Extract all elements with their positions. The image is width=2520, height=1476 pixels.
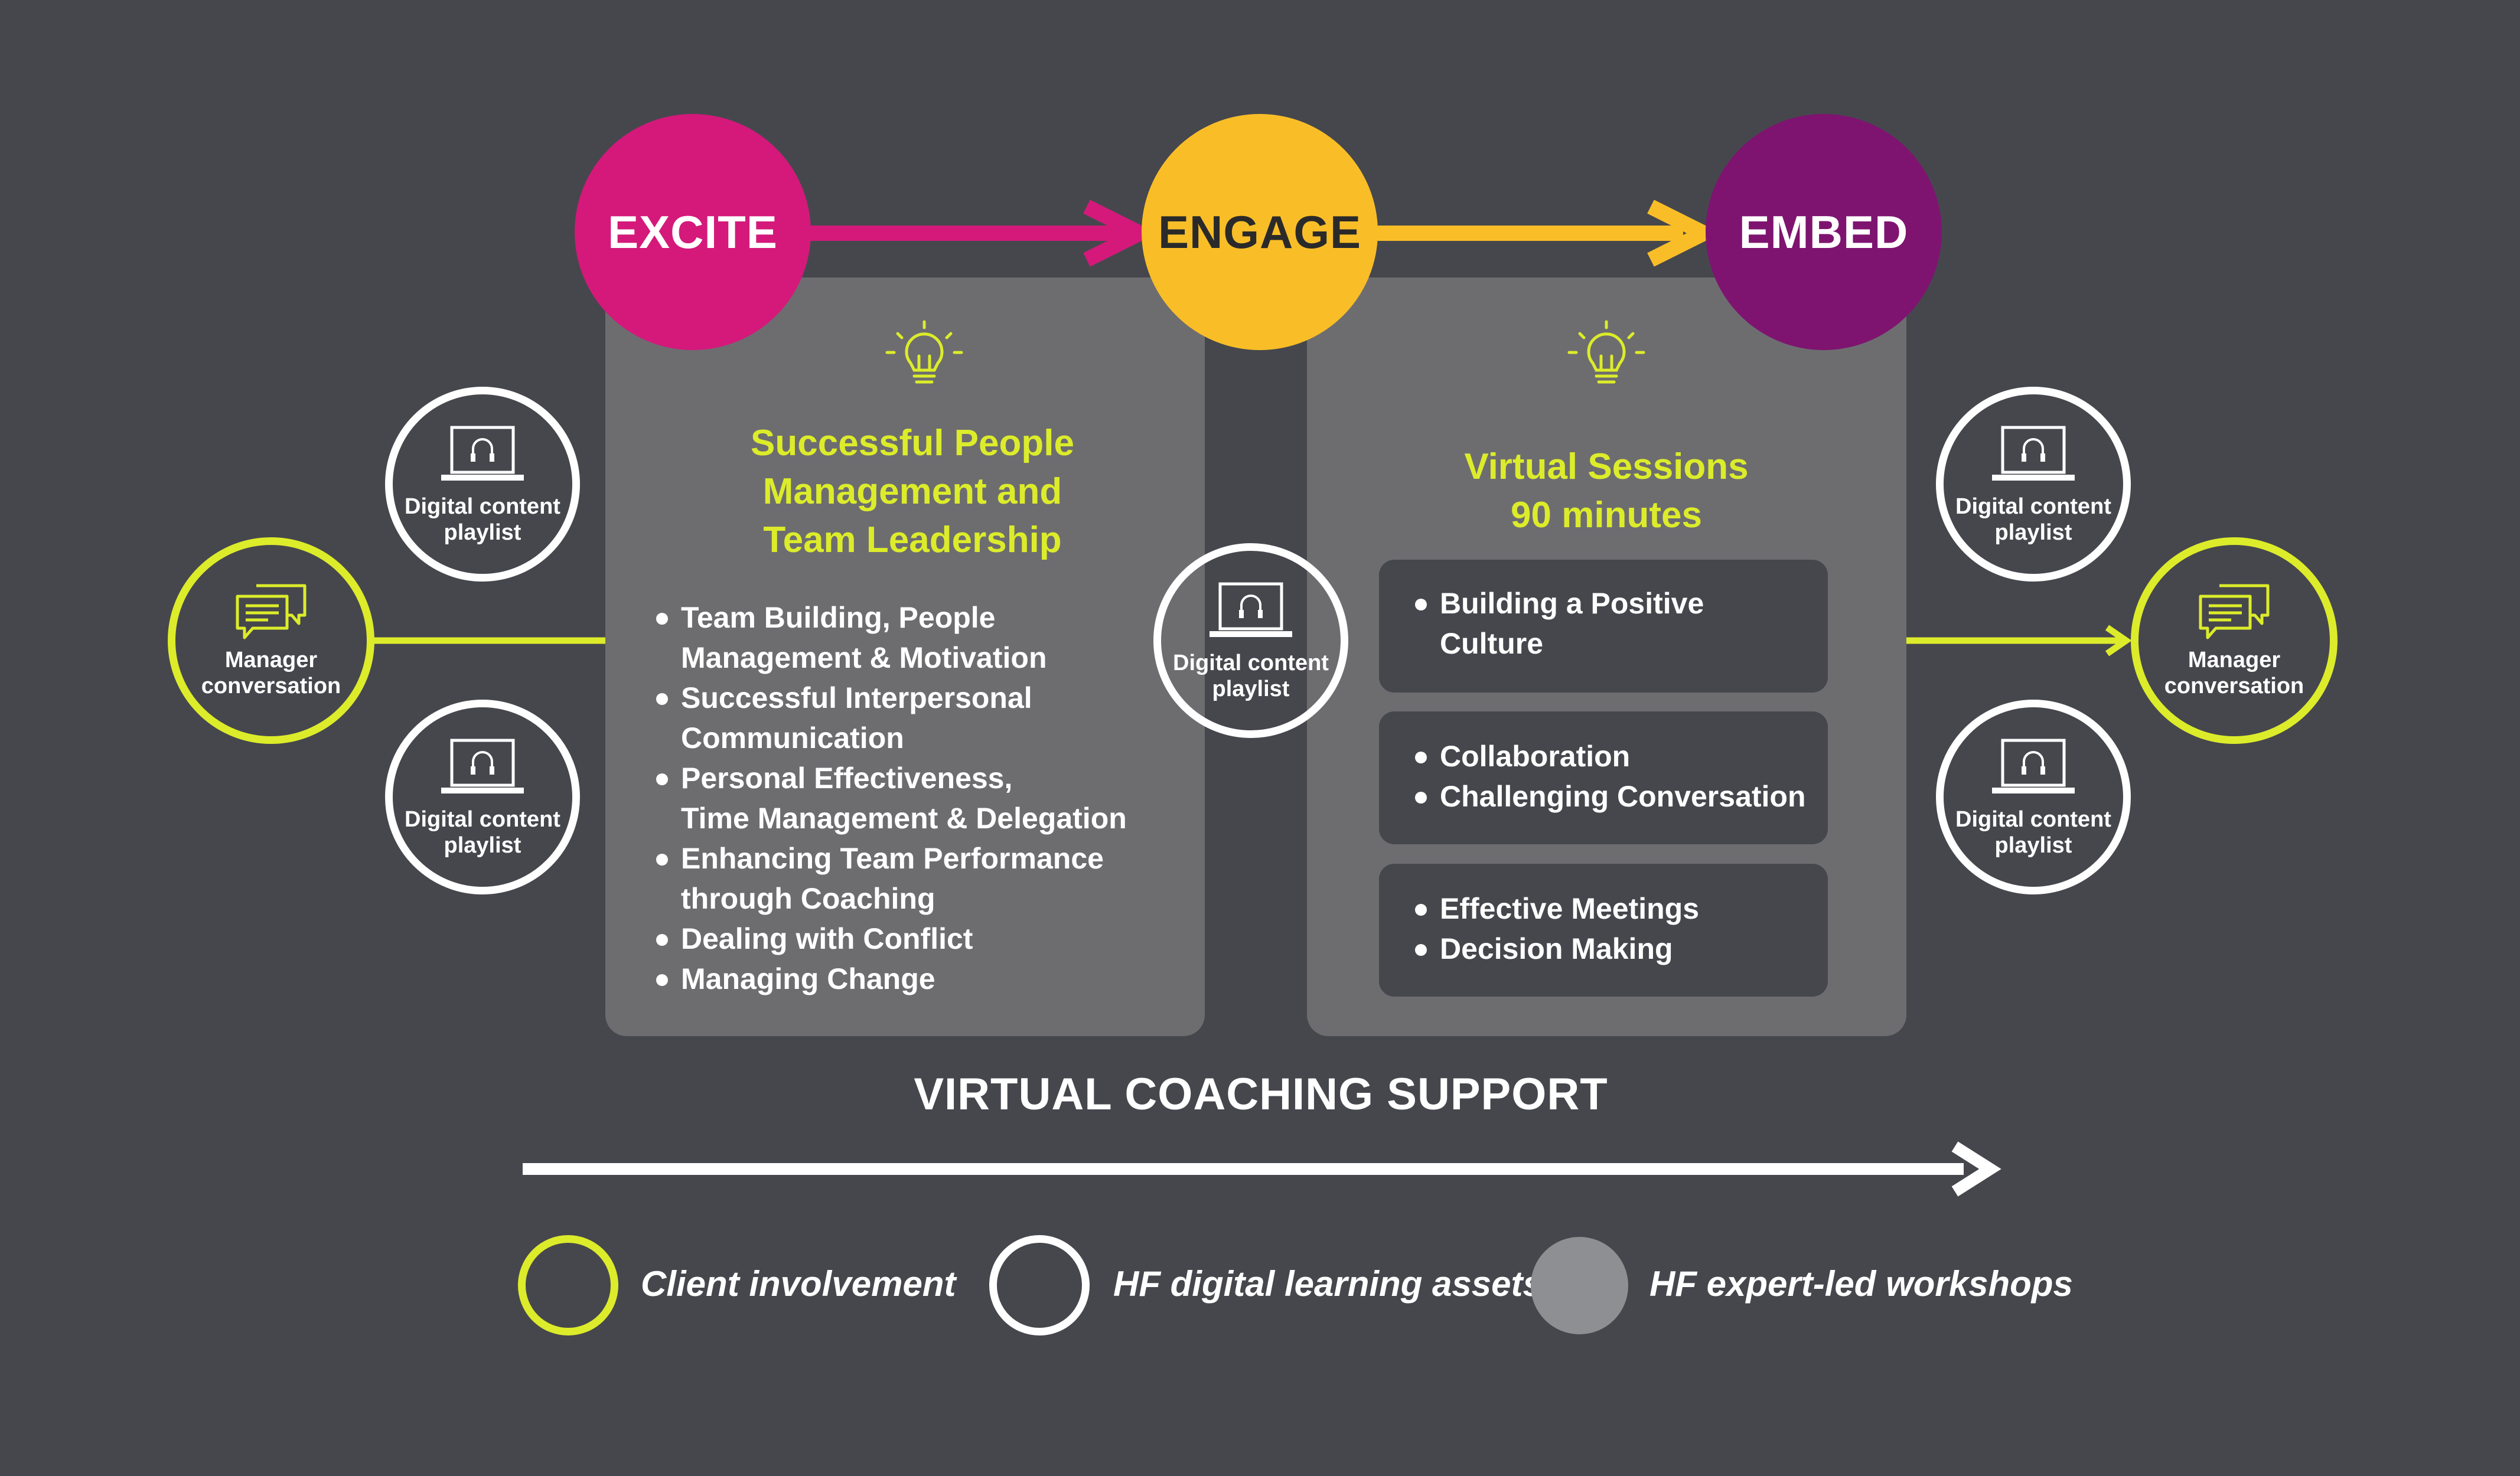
session-box: Effective Meetings Decision Making (1379, 864, 1828, 997)
session-box: Collaboration Challenging Conversation (1379, 711, 1828, 844)
left-workshop-panel (605, 277, 1205, 1036)
list-item: Dealing with Conflict (653, 919, 1196, 959)
chat-bubbles-icon (2199, 584, 2270, 639)
list-item: Managing Change (653, 959, 1196, 999)
title-line: Successful People (751, 423, 1074, 463)
engage-to-embed-arrow-icon (1376, 200, 1722, 267)
coaching-support-label: VIRTUAL COACHING SUPPORT (914, 1069, 1608, 1119)
legend-client-label: Client involvement (641, 1264, 956, 1304)
coaching-arrow-icon (523, 1141, 2001, 1197)
list-item: Effective Meetings (1411, 889, 1819, 929)
title-line: Virtual Sessions (1464, 446, 1749, 487)
title-line: Management and (762, 471, 1062, 512)
chat-bubbles-icon (236, 584, 307, 639)
laptop-headphones-icon (1992, 739, 2075, 793)
lightbulb-icon (885, 320, 963, 384)
stage-engage: ENGAGE (1142, 114, 1378, 350)
stage-embed-label: EMBED (1739, 205, 1909, 258)
laptop-headphones-icon (441, 739, 524, 793)
legend-client-swatch (518, 1235, 618, 1335)
list-item: Collaboration (1411, 736, 1819, 776)
legend-assets-label: HF digital learning assets (1113, 1264, 1543, 1304)
title-line: 90 minutes (1511, 495, 1702, 535)
list-item: Personal Effectiveness,Time Management &… (653, 758, 1196, 838)
right-panel-title: Virtual Sessions 90 minutes (1352, 443, 1860, 540)
left-panel-title: Successful People Management and Team Le… (650, 419, 1175, 564)
list-item: Decision Making (1411, 929, 1819, 969)
list-item: Challenging Conversation (1411, 776, 1819, 817)
stage-excite-label: EXCITE (608, 205, 778, 258)
excite-to-engage-arrow-icon (803, 200, 1158, 267)
stage-engage-label: ENGAGE (1158, 205, 1362, 258)
right-connector-arrow-icon (1906, 625, 2132, 657)
title-line: Team Leadership (763, 520, 1062, 560)
legend-workshops-label: HF expert-led workshops (1649, 1264, 2073, 1304)
laptop-headphones-icon (1210, 582, 1292, 637)
laptop-headphones-icon (1992, 426, 2075, 481)
legend-workshops-swatch (1531, 1237, 1628, 1334)
lightbulb-icon (1567, 320, 1645, 384)
legend-assets-swatch (989, 1235, 1090, 1335)
stage-embed: EMBED (1706, 114, 1942, 350)
laptop-headphones-icon (441, 426, 524, 481)
stage-excite: EXCITE (575, 114, 811, 350)
